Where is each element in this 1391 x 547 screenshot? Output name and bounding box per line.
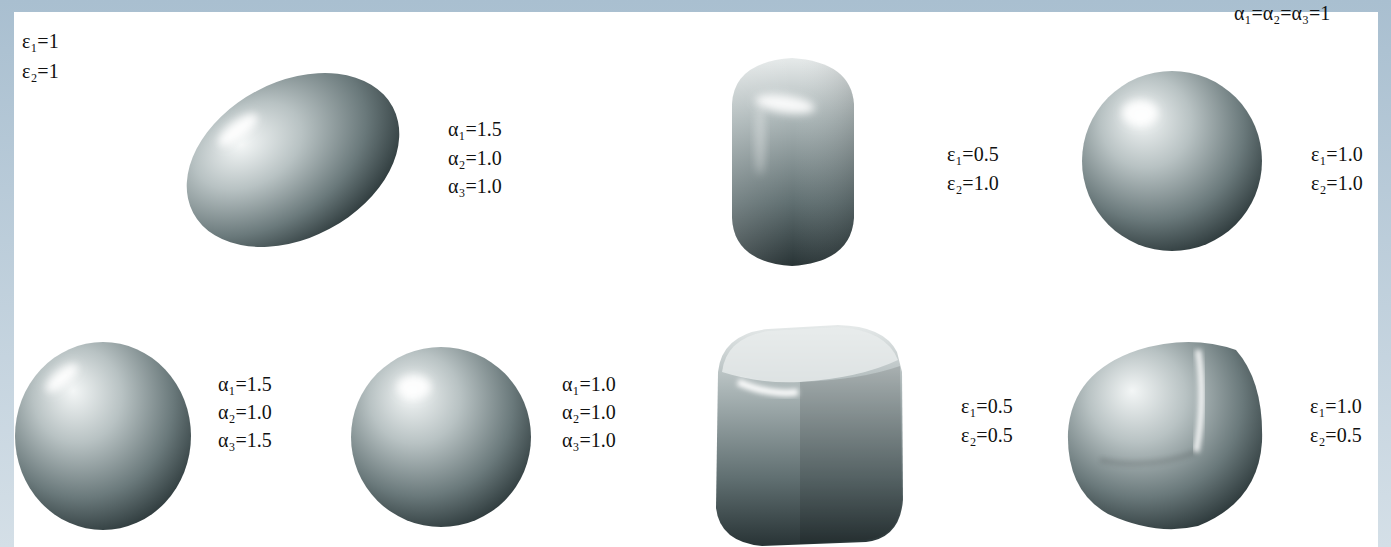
ellipsoid-shape	[157, 38, 430, 282]
parameter-label: ε₁=1	[22, 30, 59, 52]
parameter-label: α₁=1.5	[448, 118, 502, 140]
parameter-label: ε₂=1.0	[947, 172, 999, 194]
parameter-label: α₃=1.0	[562, 429, 616, 451]
parameter-label: α₂=1.0	[218, 401, 272, 423]
parameter-label: ε₁=1.0	[1311, 143, 1363, 165]
white-panel	[14, 12, 1378, 547]
parameter-label: α₂=1.0	[448, 147, 502, 169]
octahedral-shape	[1068, 342, 1262, 529]
parameter-label: ε₁=0.5	[947, 143, 999, 165]
parameter-label: ε₂=0.5	[1310, 424, 1362, 446]
parameter-label: α₁=α₂=α₃=1	[1234, 2, 1330, 24]
parameter-label: α₃=1.0	[448, 175, 502, 197]
parameter-label: ε₂=1.0	[1311, 172, 1363, 194]
parameter-label: ε₁=0.5	[961, 395, 1013, 417]
sphere-shape	[1082, 71, 1262, 251]
parameter-label: α₁=1.5	[218, 373, 272, 395]
cube-shape	[716, 325, 903, 546]
sphere-shape	[351, 347, 531, 527]
parameter-label: ε₁=1.0	[1310, 395, 1362, 417]
parameter-label: α₃=1.5	[218, 429, 272, 451]
parameter-label: α₁=1.0	[562, 373, 616, 395]
parameter-label: ε₂=1	[22, 60, 59, 82]
parameter-label: α₂=1.0	[562, 401, 616, 423]
cylinder-shape	[732, 58, 854, 266]
ellipsoid-shape	[15, 342, 191, 530]
parameter-label: ε₂=0.5	[961, 424, 1013, 446]
